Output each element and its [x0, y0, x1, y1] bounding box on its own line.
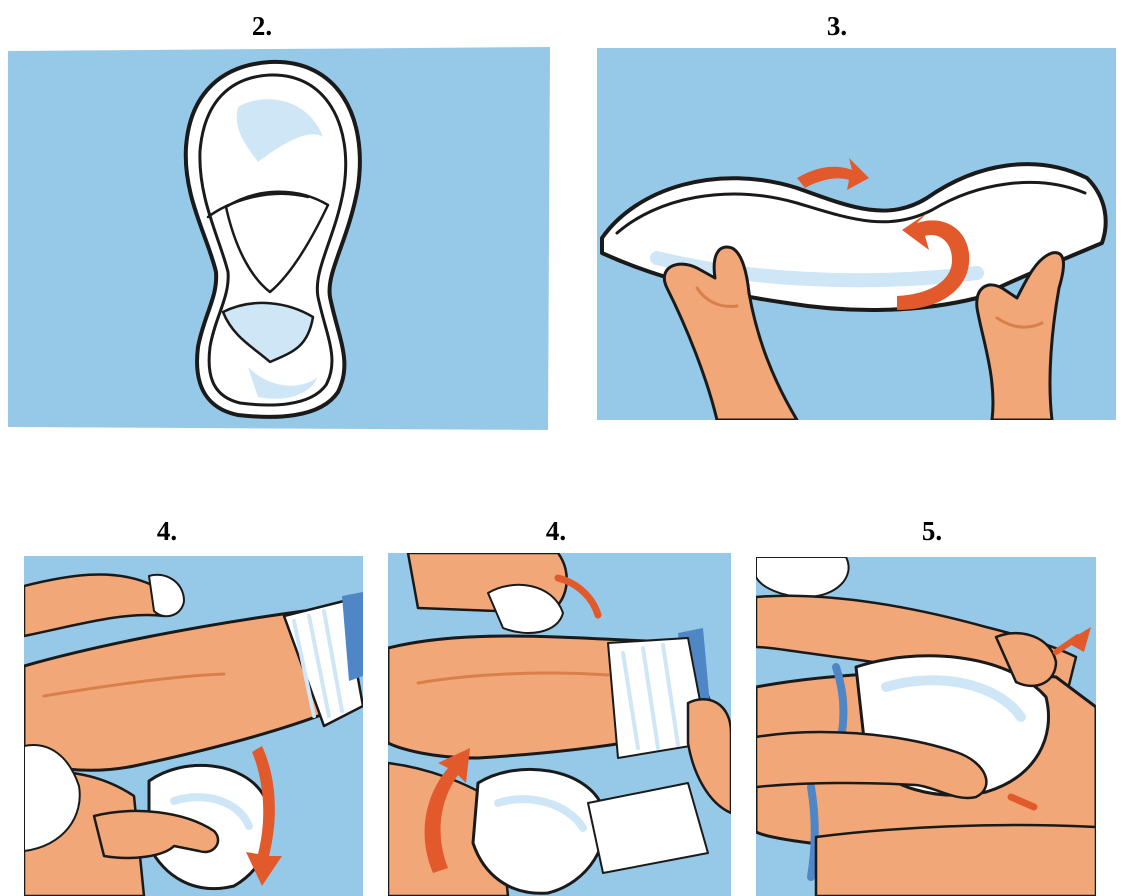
step-4b-label: 4.: [496, 515, 616, 547]
step-4a-illustration: [24, 556, 363, 896]
step-2-label: 2.: [202, 10, 322, 42]
step-5-illustration: [756, 557, 1096, 896]
step-3-label: 3.: [777, 10, 897, 42]
step-4b-illustration: [388, 553, 731, 896]
step-2-illustration: [8, 47, 550, 430]
step-5-label: 5.: [872, 515, 992, 547]
step-4a-label: 4.: [107, 515, 227, 547]
step-3-illustration: [597, 48, 1116, 420]
